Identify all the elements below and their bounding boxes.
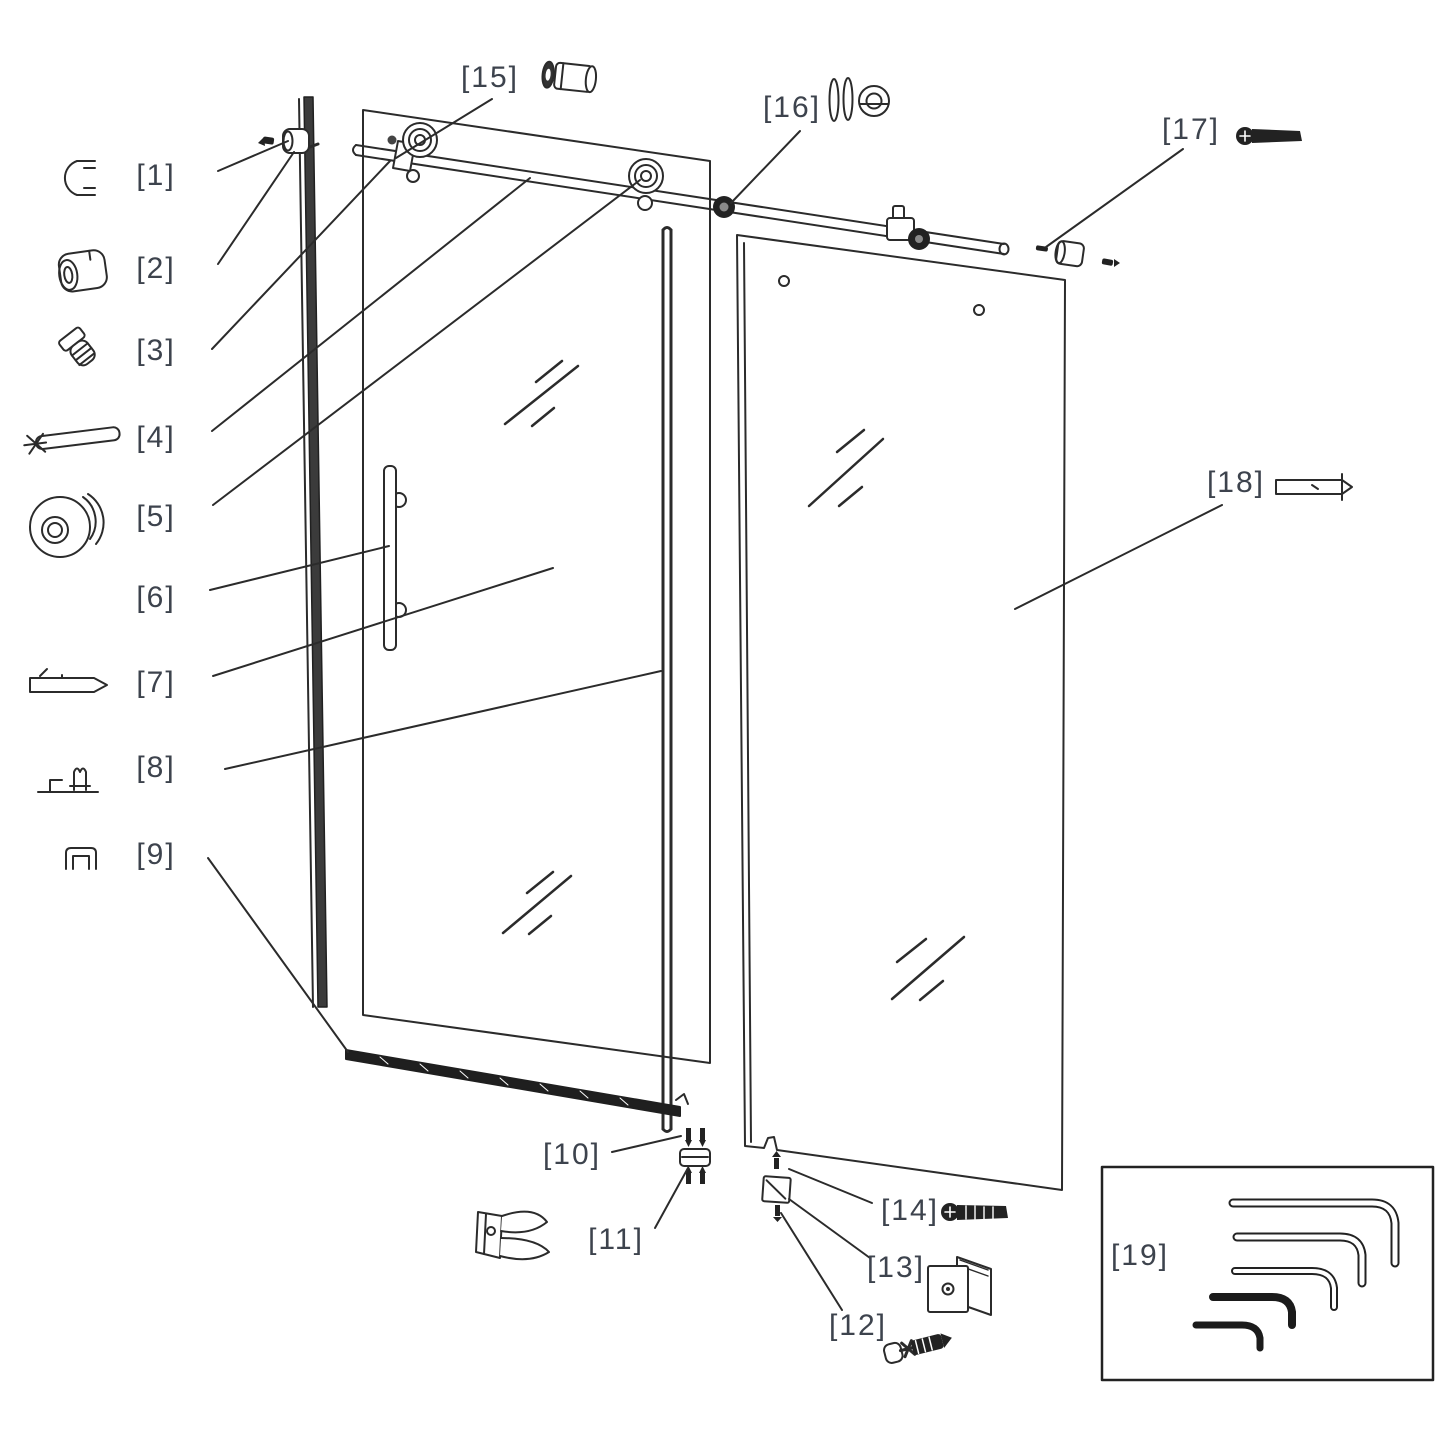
part-label-4: [4]: [136, 421, 176, 454]
part-label-2: [2]: [136, 252, 176, 285]
mounting-screw-icon: [1236, 127, 1302, 145]
part-label-1: [1]: [136, 159, 176, 192]
part-label-16: [16]: [762, 91, 822, 124]
door-guide-fork-icon: [475, 1210, 550, 1261]
sliding-door-glass: [362, 109, 711, 1064]
roller-assembly-right: [628, 158, 664, 211]
set-screw-icon: [58, 326, 96, 367]
washer-nut-set-icon: [828, 77, 890, 122]
door-handle: [383, 465, 407, 651]
fixed-glass-panel: [736, 234, 1066, 1191]
hex-key-box: [1100, 1165, 1435, 1382]
part-label-5: [5]: [136, 500, 176, 533]
rail-wall-bracket: [886, 205, 930, 250]
roller-axle-icon: [541, 60, 598, 94]
part-label-18: [18]: [1206, 466, 1266, 499]
anti-jump-tab: [406, 169, 420, 183]
panel-hole: [778, 275, 790, 287]
part-label-15: [15]: [460, 61, 520, 94]
c-clip-icon: [63, 160, 96, 196]
connector-pin-icon: [1275, 473, 1353, 501]
wall-profile-strip: [298, 96, 328, 1008]
part-label-14: [14]: [880, 1194, 940, 1227]
wall-anchor-screw-icon: [883, 1333, 952, 1364]
floor-bracket-icon: [37, 767, 99, 793]
glass-shine-marks: [807, 428, 966, 1002]
glass-clamp-icon: [927, 1256, 992, 1316]
part-label-10: [10]: [542, 1138, 602, 1171]
part-label-8: [8]: [136, 751, 176, 784]
part-label-9: [9]: [136, 838, 176, 871]
wall-mount-cap-set: [258, 128, 320, 154]
part-label-12: [12]: [828, 1309, 888, 1342]
part-label-7: [7]: [136, 666, 176, 699]
floor-guide-assembly: [679, 1128, 711, 1184]
part-label-13: [13]: [866, 1251, 926, 1284]
flat-pin-icon: [29, 668, 108, 693]
part-label-6: [6]: [136, 581, 176, 614]
u-channel-icon: [65, 847, 97, 870]
rail-nut: [713, 196, 735, 218]
part-label-19: [19]: [1110, 1239, 1170, 1272]
part-label-11: [11]: [588, 1223, 644, 1256]
rod-pin-icon: [23, 426, 121, 455]
leader-lines: [207, 98, 1241, 1311]
anti-jump-tab: [637, 195, 653, 211]
panel-hole: [973, 304, 985, 316]
sleeve-cylinder-icon: [57, 249, 108, 293]
panel-clamp-assembly: [761, 1151, 792, 1222]
roller-wheel-icon: [29, 493, 105, 558]
seal-strip: [661, 226, 673, 1133]
part-label-17: [17]: [1161, 113, 1221, 146]
pan-head-screw-icon: [941, 1203, 1008, 1221]
glass-shine-marks: [501, 359, 580, 936]
hex-key-set-icon: [1192, 1198, 1400, 1352]
part-label-3: [3]: [136, 334, 176, 367]
rail-end-cap-set: [1035, 240, 1120, 268]
bottom-sill-bar: [345, 1049, 689, 1117]
